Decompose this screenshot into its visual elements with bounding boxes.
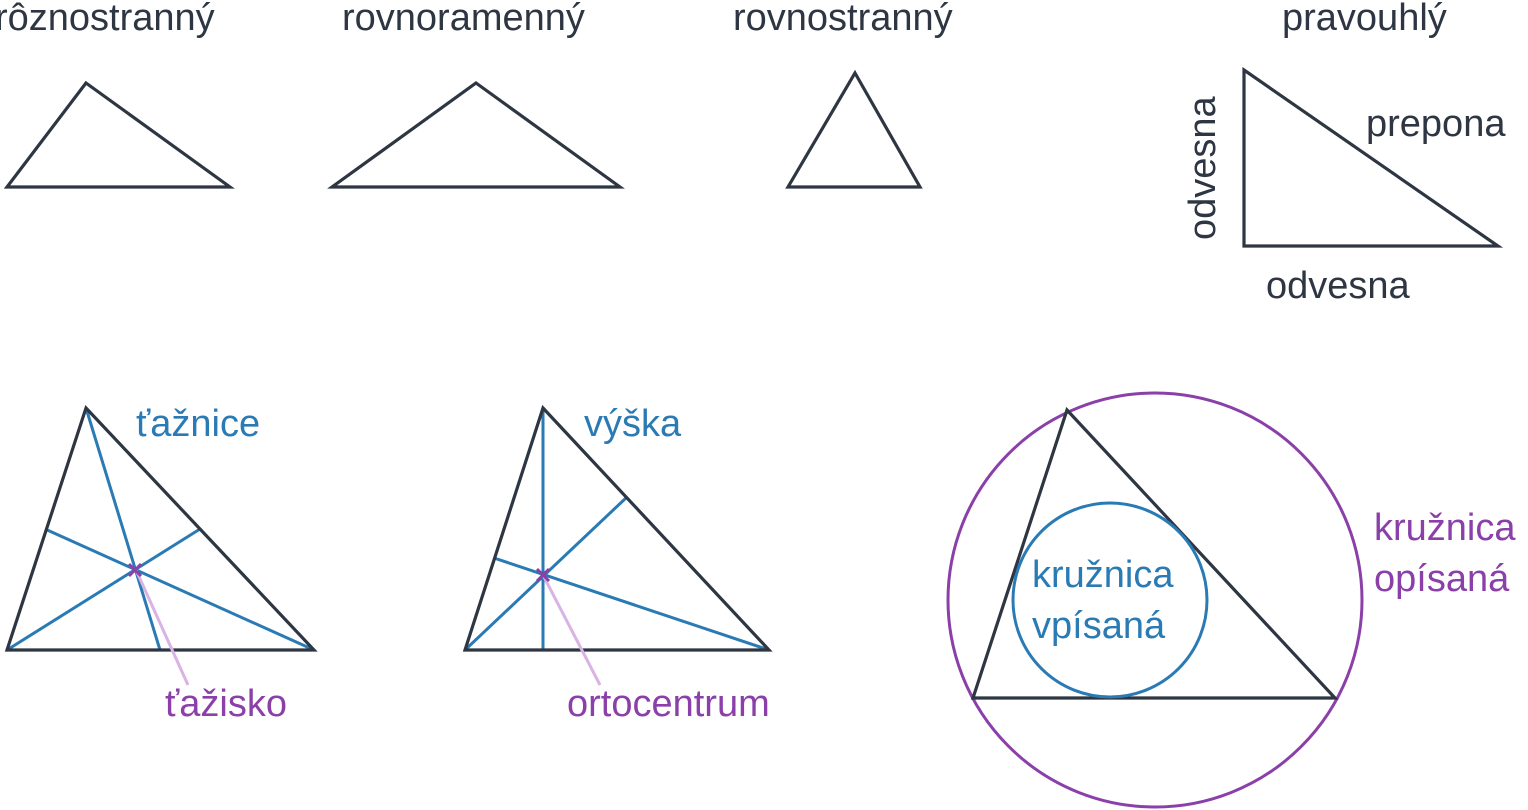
orthocenter-mark	[535, 567, 551, 583]
label-circumcircle-line2: opísaná	[1374, 558, 1510, 600]
orthocenter-pointer	[541, 574, 602, 686]
altitudes-figure: výška ortocentrum	[462, 403, 773, 725]
label-altitude: výška	[584, 403, 682, 445]
altitudes-triangle	[462, 404, 773, 652]
label-medians: ťažnice	[136, 403, 260, 445]
label-orthocenter: ortocentrum	[567, 683, 770, 725]
scalene-triangle	[3, 80, 235, 189]
label-leg-vertical: odvesna	[1182, 95, 1224, 240]
label-incircle-line1: kružnica	[1032, 554, 1174, 596]
centroid-mark	[127, 562, 143, 578]
label-incircle-line2: vpísaná	[1032, 605, 1166, 647]
median-line-2	[44, 527, 315, 652]
medians-triangle	[4, 404, 318, 652]
median-line-3	[6, 527, 201, 652]
label-right: pravouhlý	[1282, 0, 1447, 39]
label-circumcircle-line1: kružnica	[1374, 507, 1516, 549]
label-equilateral: rovnostranný	[733, 0, 953, 39]
isosceles-triangle	[327, 81, 625, 189]
right-triangle	[1242, 66, 1504, 248]
centroid-pointer	[134, 569, 190, 686]
label-centroid: ťažisko	[165, 683, 287, 725]
label-hypotenuse: prepona	[1366, 103, 1506, 145]
circles-triangle	[970, 406, 1339, 700]
median-line-1	[84, 407, 162, 651]
equilateral-triangle	[785, 69, 923, 189]
circles-figure: kružnica vpísaná kružnica opísaná	[946, 391, 1516, 809]
medians-figure: ťažnice ťažisko	[4, 403, 318, 725]
inscribed-circle	[1011, 501, 1209, 699]
label-isosceles: rovnoramenný	[342, 0, 585, 39]
circumscribed-circle	[946, 391, 1364, 809]
label-scalene: rôznostranný	[0, 0, 215, 39]
label-leg-horizontal: odvesna	[1266, 265, 1411, 307]
